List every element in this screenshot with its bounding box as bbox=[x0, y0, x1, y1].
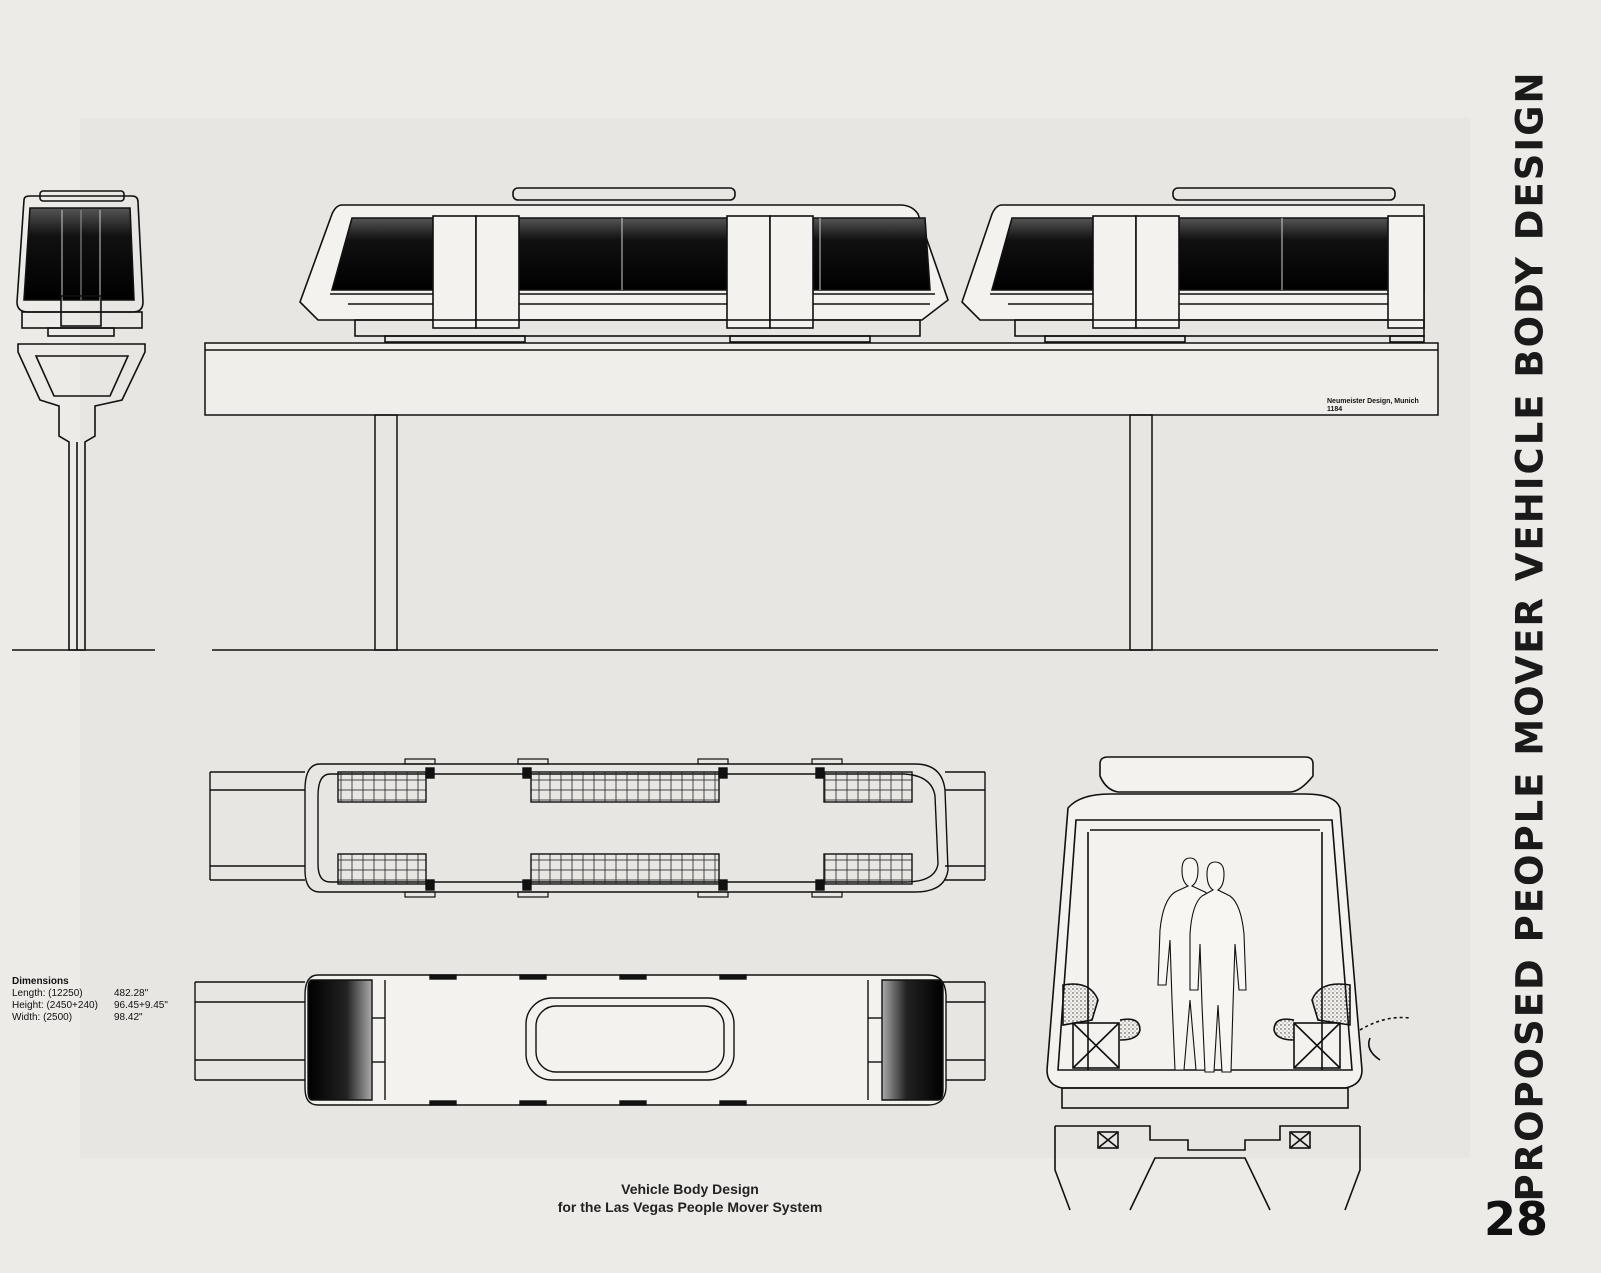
caption-line-1: Vehicle Body Design bbox=[621, 1181, 759, 1197]
dimension-value: 98.42" bbox=[114, 1012, 143, 1023]
dimension-row: Height: (2450+240) 96.45+9.45" bbox=[12, 1000, 168, 1012]
page-title: PROPOSED PEOPLE MOVER VEHICLE BODY DESIG… bbox=[1508, 70, 1552, 1202]
dimension-row: Length: (12250) 482.28" bbox=[12, 988, 168, 1000]
dimensions-table: Dimensions Length: (12250) 482.28" Heigh… bbox=[12, 976, 168, 1024]
figure-caption: Vehicle Body Design for the Las Vegas Pe… bbox=[540, 1180, 840, 1216]
roof-plan bbox=[194, 974, 986, 1106]
dimension-row: Width: (2500) 98.42" bbox=[12, 1012, 168, 1024]
side-elevation bbox=[204, 187, 1439, 651]
page-number: 28 bbox=[1484, 1192, 1549, 1246]
dimension-label: Width: (2500) bbox=[12, 1012, 73, 1023]
cross-section bbox=[1046, 756, 1411, 1211]
credit-line-1: Neumeister Design, Munich bbox=[1327, 398, 1419, 405]
dimension-value: 96.45+9.45" bbox=[114, 1000, 168, 1011]
side-car-2 bbox=[961, 187, 1425, 343]
designer-credit: Neumeister Design, Munich 1184 bbox=[1327, 398, 1419, 414]
side-car-1 bbox=[299, 187, 949, 343]
dimension-value: 482.28" bbox=[114, 988, 149, 999]
dimensions-heading: Dimensions bbox=[12, 976, 69, 987]
front-elevation bbox=[12, 190, 155, 651]
dimension-label: Height: (2450+240) bbox=[12, 1000, 98, 1011]
credit-line-2: 1184 bbox=[1327, 406, 1343, 413]
floor-plan bbox=[209, 758, 986, 898]
caption-line-2: for the Las Vegas People Mover System bbox=[557, 1199, 823, 1215]
dimension-label: Length: (12250) bbox=[12, 988, 83, 999]
